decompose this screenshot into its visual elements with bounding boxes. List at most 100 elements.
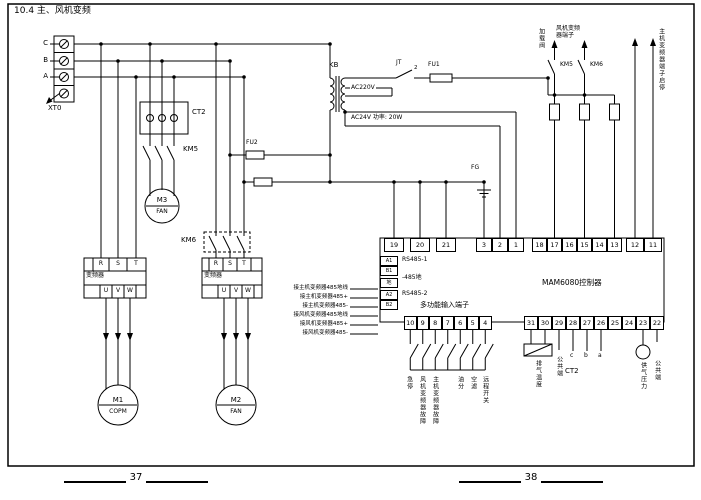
wire-label-fan-485-minus: 接风机变频器485- [302, 330, 348, 336]
common-terminal-label-2: 公共端 [653, 360, 661, 381]
terminal-1: 1 [508, 238, 524, 252]
terminal-9: 9 [416, 316, 429, 330]
inv2-terminal-u: U [221, 287, 227, 294]
inv1-terminal-r: R [98, 260, 104, 267]
inverter2-label: 变频器 [204, 272, 223, 279]
terminal-16: 16 [562, 238, 577, 252]
inv2-terminal-v: V [233, 287, 239, 294]
multi-input-label: 多功能输入端子 [420, 301, 469, 309]
m2-label: M2 [230, 396, 242, 404]
jt-wire-number: 2 [414, 65, 418, 71]
terminal-2: 2 [492, 238, 508, 252]
inv2-terminal-r: R [213, 260, 219, 267]
input-label-oil-separator: 油分 [456, 376, 464, 390]
terminal-6: 6 [454, 316, 467, 330]
inv1-terminal-v: V [115, 287, 121, 294]
wire-label-main-485-minus: 接主机变频器485- [302, 303, 348, 309]
main-inverter-startstop-label: 主机变频器端子启停 [657, 28, 665, 91]
terminal-24: 24 [622, 316, 636, 330]
inv2-terminal-t: T [242, 260, 246, 267]
motor-feeds [97, 298, 257, 426]
km6-label: KM6 [181, 236, 197, 244]
arrows [46, 38, 656, 341]
km5-label: KM5 [183, 145, 199, 153]
controller-name: MAM6080控制器 [542, 278, 602, 287]
page-frame [7, 3, 695, 467]
fu2-label: FU2 [246, 139, 258, 146]
ac24v-label: AC24V 功率: 20W [350, 114, 404, 121]
ct-phase-b-label: b [584, 352, 588, 359]
bottom-sensors [523, 330, 658, 360]
fu1-label: FU1 [428, 61, 440, 68]
terminal-a2: A2 [380, 290, 398, 300]
ct-phase-a-label: a [598, 352, 602, 359]
terminal-26: 26 [594, 316, 608, 330]
m3-type-label: FAN [156, 208, 168, 215]
terminal-21: 21 [436, 238, 456, 252]
km6-contacts [203, 231, 251, 253]
phase-b-label: B [43, 56, 48, 64]
rs485-wire-stubs [350, 288, 378, 335]
terminal-12: 12 [626, 238, 644, 252]
input-label-air-filter: 空滤 [469, 376, 477, 390]
jt-label: JT [396, 59, 402, 66]
terminal-11: 11 [644, 238, 662, 252]
terminal-8: 8 [429, 316, 442, 330]
terminal-18: 18 [532, 238, 547, 252]
terminal-14: 14 [592, 238, 607, 252]
kb-label: KB [329, 61, 339, 69]
xt0-terminal-block [47, 35, 75, 103]
ct2-km5-m3-branch [139, 44, 189, 224]
common-terminal-label-1: 公共端 [555, 356, 563, 377]
inv1-terminal-w: W [127, 287, 133, 294]
input-label-estop: 急停 [405, 376, 413, 390]
terminal-29: 29 [552, 316, 566, 330]
terminal-15: 15 [577, 238, 592, 252]
page-number-right: 38 [524, 472, 538, 483]
inv2-terminal-s: S [228, 260, 232, 267]
inv1-terminal-u: U [103, 287, 109, 294]
load-valve-label: 加载阀 [537, 28, 545, 49]
rs485-gnd-label: -485地 [402, 274, 422, 281]
terminal-19: 19 [384, 238, 404, 252]
terminal-28: 28 [566, 316, 580, 330]
m1-type-label: COPM [109, 408, 127, 415]
terminal-7: 7 [441, 316, 454, 330]
terminal-27: 27 [580, 316, 594, 330]
km6-coil-label: KM6 [590, 61, 603, 68]
terminal-4: 4 [479, 316, 492, 330]
ac220v-label: AC220V [350, 84, 376, 91]
terminal-22: 22 [650, 316, 664, 330]
km5-coil-label: KM5 [560, 61, 573, 68]
terminal-b1: B1 [380, 266, 398, 276]
terminal-a1: A1 [380, 256, 398, 266]
inverter-boxes [83, 257, 263, 299]
fg-ground [393, 182, 491, 238]
phase-lines [74, 43, 330, 258]
discharge-temp-label: 排气温度 [534, 360, 542, 388]
phase-c-label: C [43, 39, 48, 47]
rs485-1-label: RS485-1 [402, 256, 428, 263]
inv1-terminal-s: S [116, 260, 120, 267]
wire-label-fan-485-plus: 接风机变频器485+ [299, 321, 348, 327]
terminal-13: 13 [607, 238, 622, 252]
m1-label: M1 [112, 396, 124, 404]
wire-label-main-485-plus: 接主机变频器485+ [299, 294, 348, 300]
terminal-3: 3 [476, 238, 492, 252]
terminal-b2: B2 [380, 300, 398, 310]
wire-label-main-485-gnd: 接主机变频器485地线 [293, 285, 349, 291]
supply-pressure-label: 供气压力 [639, 362, 647, 390]
page-title: 10.4 主、风机变频 [14, 6, 91, 16]
inv2-terminal-w: W [245, 287, 251, 294]
terminal-10: 10 [404, 316, 417, 330]
terminal-31: 31 [524, 316, 538, 330]
input-label-main-inverter-fault: 主机变频器故障 [431, 376, 439, 425]
right-output-circuit [547, 46, 654, 238]
xt0-label: XT0 [48, 104, 62, 112]
ct2-label: CT2 [192, 108, 206, 116]
input-switches [409, 330, 494, 371]
terminal-gnd: 地 [380, 278, 398, 288]
ct-phase-c-label: c [570, 352, 574, 359]
